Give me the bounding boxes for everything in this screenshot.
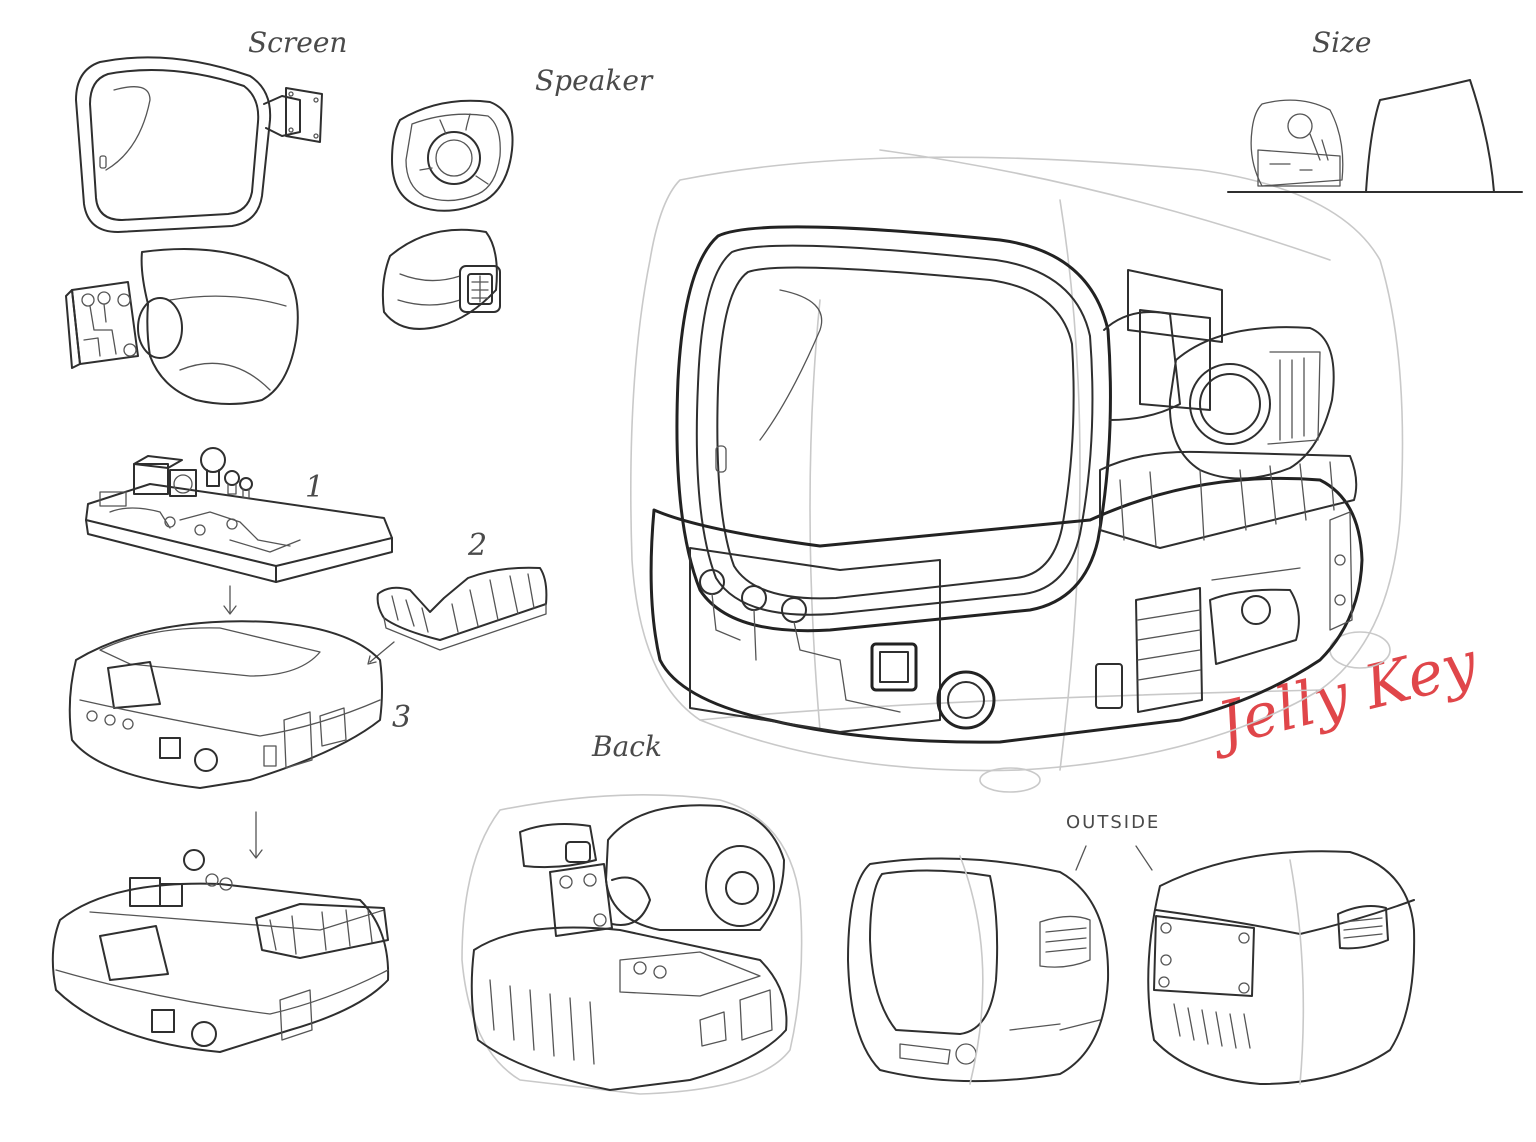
screen-label: Screen [248,26,348,59]
speaker-label: Speaker [535,64,653,97]
size-label: Size [1312,26,1372,59]
back-view-label: Back [592,730,662,763]
outside-back-sketch [1147,850,1416,1085]
screen-part-sketch [75,56,323,233]
chassis-sketch [68,620,383,789]
assembly-arrow-2 [367,641,395,665]
outside-pointer-left [1075,845,1087,871]
outside-pointer-right [1135,845,1153,871]
step-2-label: 2 [468,528,488,563]
size-comparison-sketch [1227,79,1523,193]
back-view-sketch [461,794,803,1095]
outside-view-label: OUTSIDE [1066,812,1161,833]
assembly-arrow-3 [249,811,263,859]
step-3-label: 3 [392,700,412,735]
step-1-label: 1 [305,470,325,505]
outside-front-sketch [847,855,1110,1085]
assembled-base-sketch [51,849,390,1053]
circuit-board-sketch [85,447,393,583]
speaker-back-sketch [381,228,501,330]
assembly-arrow-1 [223,585,237,615]
speaker-front-sketch [391,99,514,212]
screen-back-sketch [65,248,299,405]
heatsink-sketch [376,566,548,651]
main-device-sketch [630,149,1404,793]
